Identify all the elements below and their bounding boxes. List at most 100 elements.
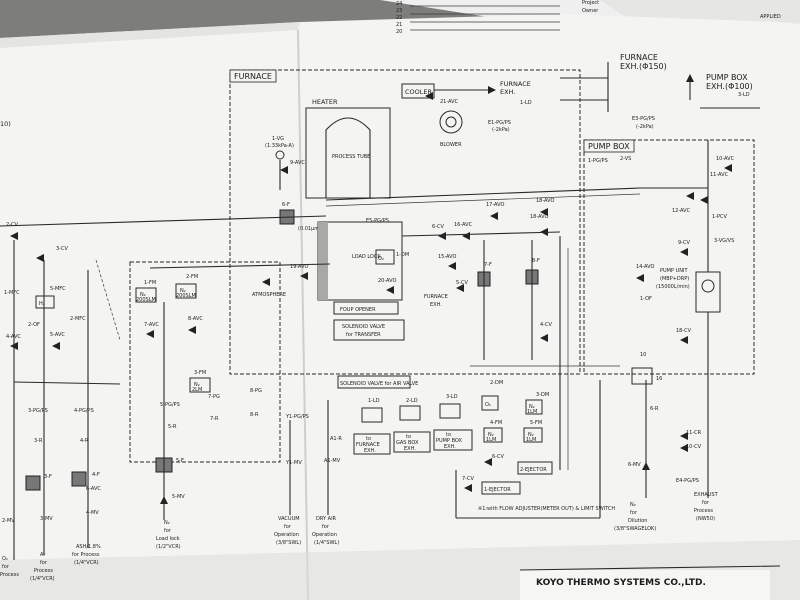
6-cv-lower-valve-icon [484,458,492,466]
2-cv-label: 2-CV [6,222,18,228]
title-block-border [519,565,781,571]
note-text: ※1:with FLOW ADJUSTER(METER OUT) & LIMIT… [478,506,615,512]
6-avc-label: 6-AVC [86,486,101,492]
11-avc-label: 11-AVC [710,172,729,178]
3-dm-label: 3-DM [536,392,549,398]
17-avo-label: 17-AVO [486,202,504,208]
14-avo-valve-icon [636,274,644,282]
cooler-box [401,83,435,99]
n2-dilution-4: (3/8"SWAGELOK) [614,526,656,532]
margin-20: 20 [396,29,402,35]
left-edge-10: 10) [0,120,11,128]
to-gas-box-exh-box [393,431,431,453]
exh-box-3-3: EXH. [444,444,456,450]
1-mfc-label: 1-MFC [4,290,20,296]
10-cv-valve-icon [680,444,688,452]
4-f-filter-icon [71,471,87,487]
back-page-lines: 24 23 22 21 20 Project Owner APPLIED [396,0,781,35]
exh-box-1-1: to [366,436,371,442]
16-avc-label: 16-AVC [454,222,473,228]
furnace-frame [229,69,581,375]
8-avc-valve-icon [188,326,196,334]
n2-1fm-tag: N₂ [140,292,146,298]
3-ld-box [439,403,461,419]
2-mv-label: 2-MV [2,518,15,524]
h2-5mfc-box [35,295,55,309]
5-avc-label: 5-AVC [50,332,65,338]
foup-opener-box [333,301,399,315]
o2-process-3: Process [0,572,19,578]
exhaust-4: (NW50) [696,516,715,522]
a1-mv-label: A1-MV [324,458,341,464]
5-mfc-label: 5-MFC [50,286,66,292]
heater-label: HEATER [312,98,338,106]
3-pgps-label: 3-PG/PS [28,408,48,414]
n2-dilution-3: Dilution [628,518,647,524]
9-avc-valve-icon [280,166,288,174]
pump-box-frame [583,139,755,375]
ash-process-1: ASH/1.8% [76,544,101,550]
solenoid-air-label: SOLENOID VALVE for AIR VALVE [340,381,418,387]
ash-process-3: (1/4"VCR) [74,560,99,566]
n2-loadlock-2: for [164,528,172,534]
11-cr-valve-icon [680,432,688,440]
1-pcv-label: 1-PCV [712,214,727,220]
4-fm-box [483,427,503,443]
1-vg-sub: (1.33kPa-A) [265,143,294,149]
10-avc-label: 10-AVC [716,156,735,162]
3-f-label: 3-F [44,474,52,480]
blower-hub-icon [445,116,457,128]
3-vgvs-label: 3-VG/VS [714,238,734,244]
3-cv-valve-icon [36,254,44,262]
4-cv-valve-icon [540,334,548,342]
n2-dilution-2: for [630,510,638,516]
vacuum-1: VACUUM [278,516,300,522]
furnace-exh-mid-2: EXH. [430,302,442,308]
10-cv-label: 10-CV [686,444,702,450]
2-ld-label: 2-LD [406,398,418,404]
dryair-3: Operation [312,532,337,538]
blower-label: BLOWER [440,142,462,148]
n2-4fm-tag: N₂ [488,432,494,438]
19-avo-valve-icon [300,272,308,280]
margin-owner: Owner [582,8,599,14]
solenoid-transfer-box [333,319,405,341]
6-cv-label: 6-CV [432,224,444,230]
5-pgps-label: 5-PG/PS [160,402,180,408]
1-dm-label: 1-DM [396,252,409,258]
cooler-label: COOLER [405,88,432,96]
e1-pgps-label: E1-PG/PS [488,120,511,126]
4-r-label: 4-R [80,438,89,444]
n2-3dm-tag: N₂ [529,404,535,410]
e4-pgps-label: E4-PG/PS [676,478,699,484]
12-avc-label: 12-AVC [672,208,691,214]
e5-pgps-label: E5-PG/PS [366,218,389,224]
10-avc-valve-icon [724,164,732,172]
3-dm-box [525,399,543,415]
18-avo-top-label: 18-AVO [536,198,554,204]
foup-opener-label: FOUP OPENER [340,307,376,313]
exh-box-1-2: FURNACE [356,442,380,448]
n2-1fm-sub: 200SLM [136,297,156,303]
11-avc-valve-icon [700,196,708,204]
pump-unit-2: (MBP+DRP) [660,276,689,282]
6-f-label: 6-F [282,202,290,208]
load-lock-label: LOAD LOCK [352,254,381,260]
margin-24: 24 [396,1,402,7]
1-pgps-label: 1-PG/PS [588,158,608,164]
20-avo-valve-icon [386,286,394,294]
ar-process-2: for [40,560,48,566]
17-avo-valve-icon [490,212,498,220]
16-label: 16 [656,376,662,382]
pump-unit-1: PUMP UNIT [660,268,688,274]
exh-box-2-2: GAS BOX [396,440,419,446]
3-fm-label: 3-FM [194,370,206,376]
n2-3fm-tag: N₂ [194,382,200,388]
1-ld-box [361,407,383,423]
exh-box-2-1: to [406,434,411,440]
process-tube-label-1: PROCESS TUBE [332,154,370,160]
diagram-sheet [0,14,800,600]
7-avc-label: 7-AVC [144,322,159,328]
margin-22: 22 [396,15,402,21]
9-cv-label: 9-CV [678,240,690,246]
